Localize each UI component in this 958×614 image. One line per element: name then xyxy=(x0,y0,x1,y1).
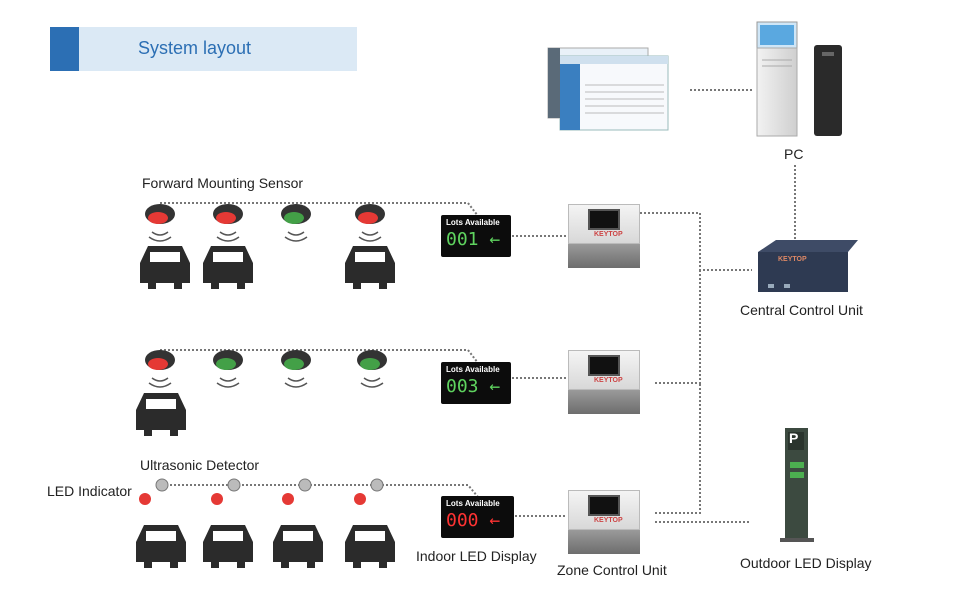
line-zone3-central xyxy=(655,383,701,514)
header-accent xyxy=(50,27,79,71)
indoor-led-label: Indoor LED Display xyxy=(416,548,537,564)
outdoor-sign-letter: P xyxy=(789,430,799,446)
car-icon-7 xyxy=(273,525,323,568)
zone-control-label: Zone Control Unit xyxy=(557,562,667,578)
car-icon-4 xyxy=(136,393,186,436)
car-icon-6 xyxy=(203,525,253,568)
display-1-count: 001 ← xyxy=(446,229,501,250)
display-2-title: Lots Available xyxy=(446,365,500,374)
cars xyxy=(136,246,395,568)
outdoor-led-label: Outdoor LED Display xyxy=(740,555,872,571)
line-row2-bus xyxy=(160,349,479,364)
pc-label: PC xyxy=(784,146,804,162)
line-row1-bus xyxy=(160,202,479,217)
ultrasonic-detector-icon-2 xyxy=(211,478,241,505)
car-icon-1 xyxy=(140,246,190,289)
line-zone2-central xyxy=(655,270,701,384)
pc-icon xyxy=(756,21,842,137)
display-3-title: Lots Available xyxy=(446,499,500,508)
ultrasonic-detector-icon-1 xyxy=(139,478,169,505)
row1-devices xyxy=(145,204,385,224)
display-2-count: 003 ← xyxy=(446,376,501,397)
line-row3-bus xyxy=(170,484,479,498)
indoor-led-display-1: Lots Available 001 ← xyxy=(441,215,511,257)
row2-devices xyxy=(145,350,387,370)
row3-devices xyxy=(139,478,384,505)
central-control-label: Central Control Unit xyxy=(740,302,863,318)
display-3-count: 000 ← xyxy=(446,510,501,531)
car-icon-3 xyxy=(345,246,395,289)
central-unit-brand-wrap: KEYTOP xyxy=(758,244,848,264)
car-icon-5 xyxy=(136,525,186,568)
zone-2-brand: KEYTOP xyxy=(594,377,623,384)
page-title: System layout xyxy=(138,38,252,58)
car-icon-2 xyxy=(203,246,253,289)
ultrasonic-detector-icon-4 xyxy=(354,478,384,505)
ultrasonic-label: Ultrasonic Detector xyxy=(140,457,260,473)
connection-lines xyxy=(160,89,796,523)
forward-sensor-label: Forward Mounting Sensor xyxy=(142,175,304,191)
ultrasonic-detector-icon-3 xyxy=(282,478,312,505)
sensor-icon-7 xyxy=(281,350,311,370)
indoor-led-display-3: Lots Available 000 ← xyxy=(441,496,514,538)
sensor-icon-4 xyxy=(355,204,385,224)
wave-marks xyxy=(148,231,384,388)
central-control-unit-icon xyxy=(758,240,858,292)
software-screenshot-icon xyxy=(547,47,669,131)
sensor-icon-2 xyxy=(213,204,243,224)
zone-1-brand: KEYTOP xyxy=(594,231,623,238)
sensor-icon-8 xyxy=(357,350,387,370)
central-unit-brand: KEYTOP xyxy=(778,256,807,263)
indoor-led-display-2: Lots Available 003 ← xyxy=(441,362,511,404)
sensor-icon-1 xyxy=(145,204,175,224)
sensor-icon-6 xyxy=(213,350,243,370)
led-indicator-label: LED Indicator xyxy=(47,483,132,499)
zone-control-unit-1: KEYTOP xyxy=(568,204,640,268)
zone-control-unit-2: KEYTOP xyxy=(568,350,640,414)
sensor-icon-5 xyxy=(145,350,175,370)
line-zone1-central xyxy=(640,212,752,271)
display-1-title: Lots Available xyxy=(446,218,500,227)
sensor-icon-3 xyxy=(281,204,311,224)
header-bar xyxy=(50,27,357,71)
outdoor-led-display-icon xyxy=(780,428,814,542)
zone-control-unit-3: KEYTOP xyxy=(568,490,640,554)
zone-3-brand: KEYTOP xyxy=(594,517,623,524)
car-icon-8 xyxy=(345,525,395,568)
